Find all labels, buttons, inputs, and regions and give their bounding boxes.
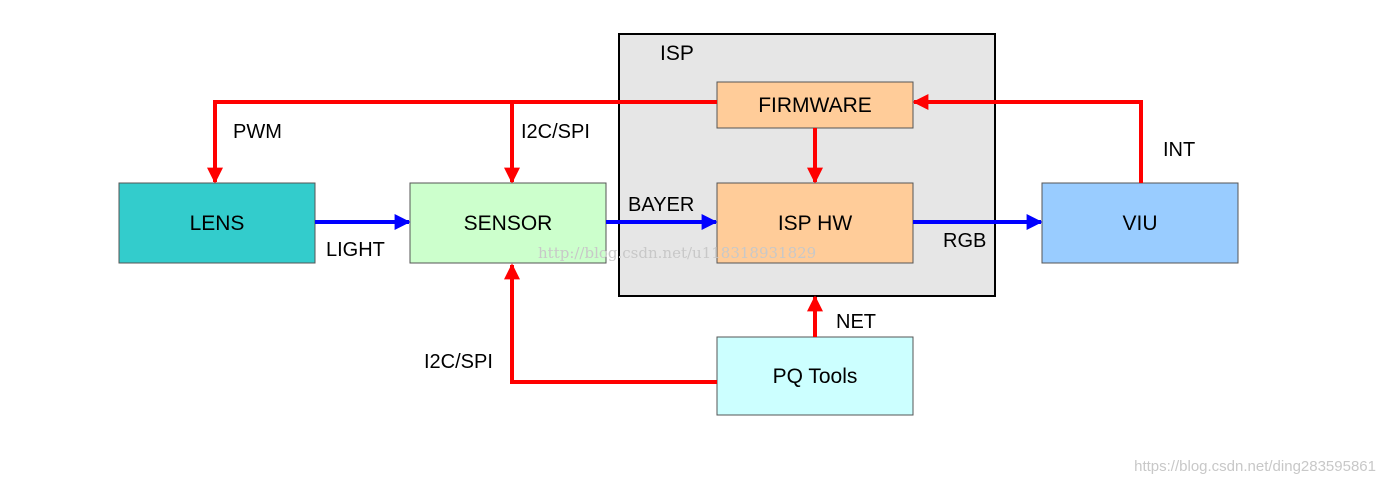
int-label: INT	[1163, 139, 1195, 161]
light-label: LIGHT	[326, 239, 385, 261]
isp-hw-block	[716, 182, 914, 264]
pq-tools-block	[716, 336, 914, 416]
i2c-spi-top-label: I2C/SPI	[521, 121, 590, 143]
sensor-block-label: SENSOR	[464, 212, 553, 235]
firmware-to-lens-pwm-arrow	[207, 100, 717, 184]
net-label: NET	[836, 311, 876, 333]
i2c-spi-bottom-label: I2C/SPI	[424, 351, 493, 373]
lens-block	[118, 182, 316, 264]
lens-block-label: LENS	[190, 212, 245, 235]
isp-hw-block-label: ISP HW	[778, 212, 852, 235]
pwm-label: PWM	[233, 121, 282, 143]
isp-container-label: ISP	[660, 42, 694, 65]
viu-block-label: VIU	[1122, 212, 1157, 235]
firmware-block	[716, 81, 914, 129]
pq-tools-to-sensor-i2c-spi-arrow	[504, 263, 717, 384]
bayer-label: BAYER	[628, 194, 694, 216]
watermark-corner: https://blog.csdn.net/ding283595861	[1134, 458, 1376, 475]
watermark-middle: http://blog.csdn.net/u118318931829	[538, 244, 816, 262]
viu-block	[1041, 182, 1239, 264]
rgb-label: RGB	[943, 230, 986, 252]
viu-to-firmware-int-arrow	[912, 94, 1143, 183]
firmware-block-label: FIRMWARE	[758, 94, 872, 117]
pq-tools-block-label: PQ Tools	[773, 365, 858, 388]
